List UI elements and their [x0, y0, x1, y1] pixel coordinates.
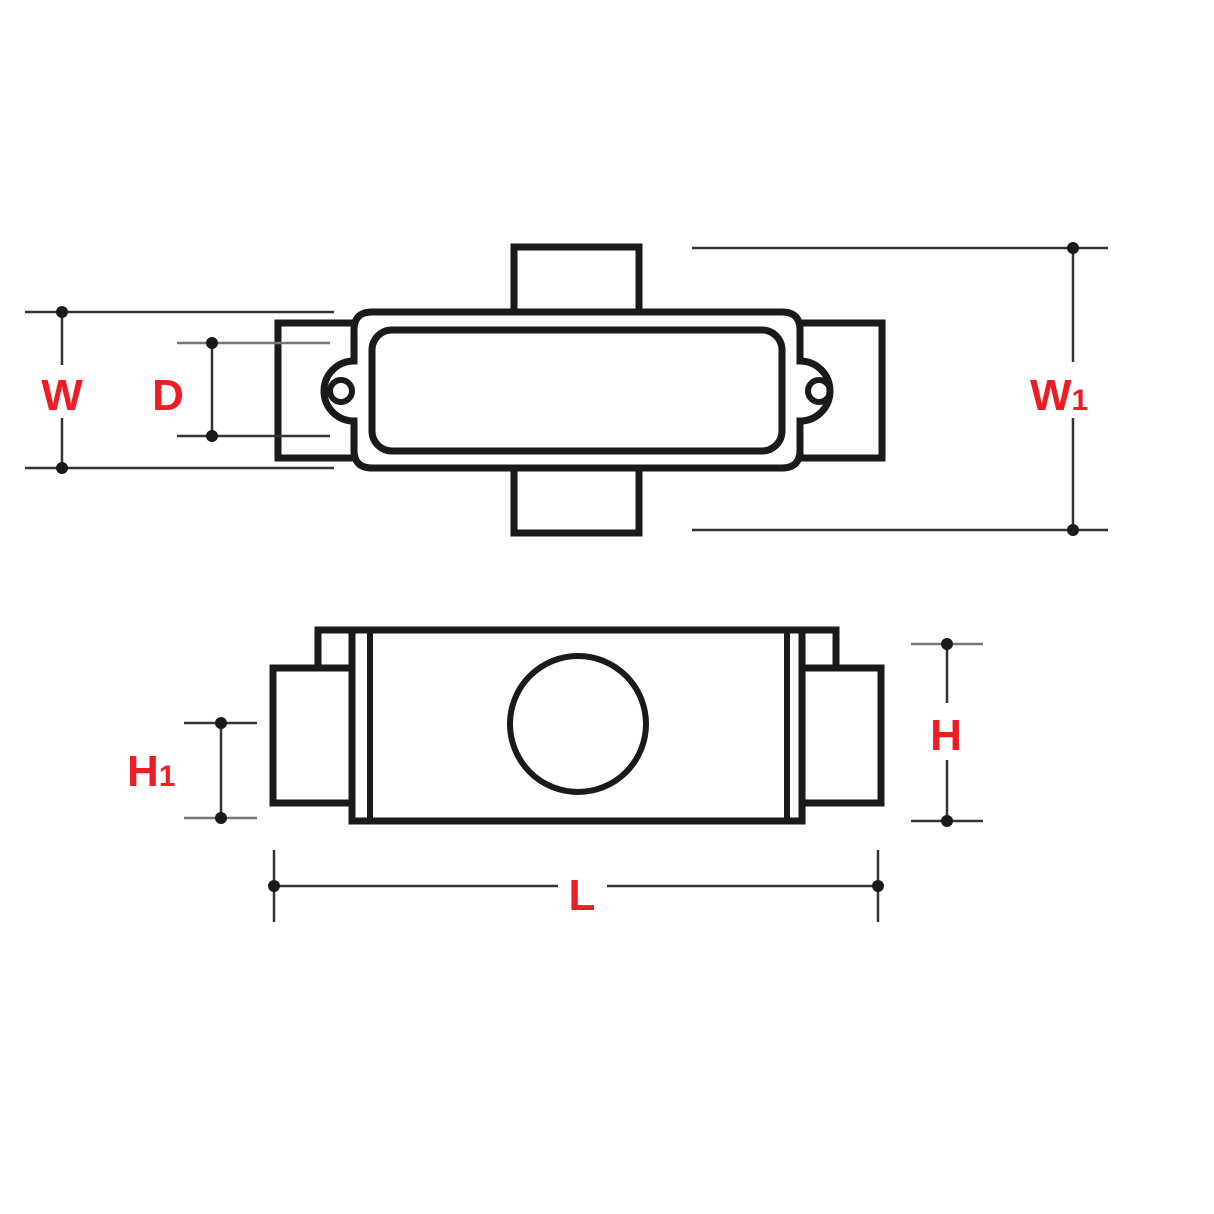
label-h1: H1: [127, 747, 175, 796]
label-w: W: [41, 371, 83, 420]
label-w1: W1: [1030, 371, 1088, 420]
dimension-d: [177, 337, 330, 442]
body-flange: [320, 308, 834, 472]
cover-plate: [368, 326, 786, 455]
label-d: D: [152, 371, 184, 420]
side-view: [269, 626, 885, 825]
screw-hole-right-icon: [805, 377, 833, 405]
top-hub: [510, 243, 643, 321]
dimension-h: [911, 638, 983, 827]
center-hub-opening-icon: [507, 653, 649, 795]
dimension-w: [25, 306, 334, 474]
bottom-hub: [510, 461, 643, 537]
label-l: L: [569, 871, 596, 920]
side-body: [348, 626, 806, 825]
dimension-h1: [184, 717, 257, 824]
top-view: [274, 243, 886, 537]
dimension-l: [268, 850, 884, 922]
side-hub-right: [796, 664, 885, 807]
screw-hole-left-icon: [327, 377, 355, 405]
side-hub-left: [269, 664, 357, 807]
dimension-w1: [692, 242, 1108, 536]
label-h: H: [930, 711, 962, 760]
